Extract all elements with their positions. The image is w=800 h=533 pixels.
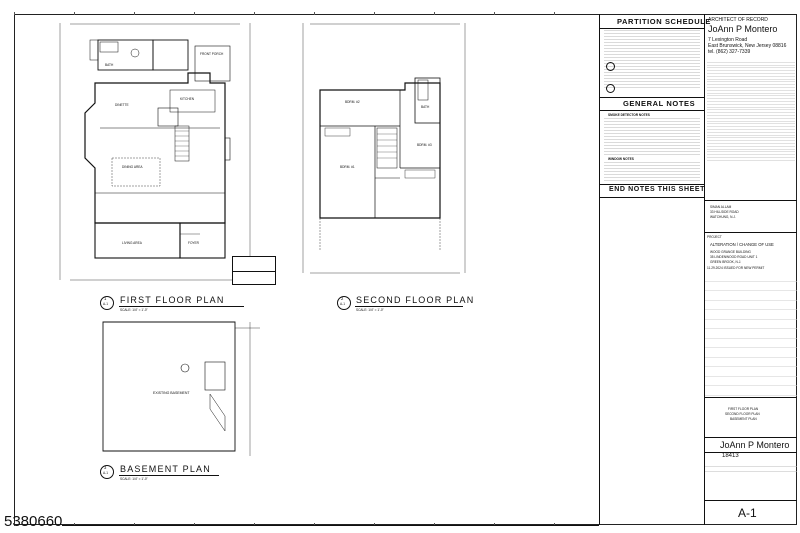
- room-label-bath2: BATH: [421, 105, 430, 109]
- basement-plan-sheet: A-1: [103, 471, 108, 475]
- second-plan-title: SECOND FLOOR PLAN: [356, 295, 475, 305]
- basement-plan-underline: [119, 475, 219, 476]
- room-label-foyer: FOYER: [188, 241, 200, 245]
- basement-plan-callout: [100, 465, 114, 479]
- room-label-dinette: DINETTE: [115, 103, 129, 107]
- architect-address-1: 7 Lexington Road: [708, 37, 748, 43]
- architect-name: JoAnn P Montero: [708, 24, 778, 34]
- architect-address-2: East Brunswick, New Jersey 08816: [708, 43, 787, 49]
- owner-rule: [705, 200, 797, 201]
- disclaimer-text: [707, 62, 795, 162]
- license-number: 18413: [722, 453, 739, 459]
- second-floor-plan-drawing: BDRM. #2 BDRM. #3 BDRM. #1 BATH: [302, 23, 466, 274]
- owner-line-2: 33 HILLSIDE ROAD: [710, 210, 739, 214]
- room-label-bdrm1: BDRM. #1: [340, 165, 355, 169]
- basement-plan-scale: SCALE: 1/4" = 1'-0": [120, 477, 148, 481]
- issue-line: 11.29.2024 ISSUED FOR NEW PERMIT: [707, 266, 765, 270]
- first-plan-underline: [119, 306, 244, 307]
- document-number-rule: [62, 525, 599, 526]
- room-label-bdrm3: BDRM. #3: [417, 143, 432, 147]
- sheet-no-rule: [705, 500, 797, 501]
- project-address-1: WOOD GRANGE BUILDING: [710, 250, 751, 254]
- titleblock-divider-1: [599, 14, 600, 525]
- signature-rule: [705, 437, 797, 438]
- partition-type-1-symbol: [606, 62, 615, 71]
- general-notes-heading: GENERAL NOTES: [623, 99, 696, 108]
- first-floor-legend: [232, 256, 276, 272]
- room-label-living: LIVING AREA: [122, 241, 143, 245]
- document-number: 5380660: [4, 513, 63, 530]
- second-plan-callout: [337, 296, 351, 310]
- general-notes-rule: [600, 110, 704, 111]
- partition-type-2-symbol: [606, 84, 615, 93]
- end-notes-heading: END NOTES THIS SHEET: [609, 186, 706, 193]
- drawing-title-2: SECOND FLOOR PLAN: [725, 412, 760, 416]
- first-plan-scale: SCALE: 1/4" = 1'-0": [120, 308, 148, 312]
- architect-phone: tel. (862) 327-7339: [708, 49, 751, 55]
- first-plan-callout: [100, 296, 114, 310]
- partition-rule: [600, 28, 704, 29]
- first-plan-num: 1: [104, 296, 107, 301]
- drawing-title-rule: [705, 397, 797, 398]
- window-notes-heading: WINDOW NOTES: [608, 157, 634, 161]
- drawing-title-3: BASEMENT PLAN: [730, 417, 757, 421]
- project-address-3: GREEN BROOK, N.J.: [710, 260, 742, 264]
- titleblock-divider-2: [704, 14, 705, 525]
- first-plan-sheet: A-1: [103, 302, 108, 306]
- drawing-title-1: FIRST FLOOR PLAN: [728, 407, 759, 411]
- second-plan-underline: [355, 306, 463, 307]
- signature-name: JoAnn P Montero: [720, 440, 790, 450]
- end-notes-rule: [600, 197, 704, 198]
- room-label-basement: EXISTING BASEMENT: [153, 391, 190, 395]
- end-notes-rule-top: [600, 184, 704, 185]
- date-rows: [705, 462, 797, 476]
- room-label-kitchen: KITCHEN: [180, 97, 195, 101]
- license-rule: [705, 452, 797, 453]
- smoke-detector-heading: SMOKE DETECTOR NOTES: [608, 113, 650, 117]
- room-label-dining: DINING AREA: [122, 165, 143, 169]
- project-address-2: 35 LINDENWOOD ROAD UNIT 1: [710, 255, 758, 259]
- first-floor-legend-2: [232, 271, 276, 285]
- room-label-bath: BATH: [105, 63, 114, 67]
- border-ticks: [14, 12, 597, 15]
- window-notes-body: [604, 162, 700, 182]
- first-floor-plan-drawing: BATH FRONT PORCH KITCHEN DINETTE DINING …: [59, 23, 251, 281]
- architect-label: ARCHITECT OF RECORD: [708, 17, 768, 23]
- basement-plan-title: BASEMENT PLAN: [120, 464, 211, 474]
- basement-plan-num: 3: [104, 465, 107, 470]
- sheet-number: A-1: [738, 506, 757, 520]
- second-plan-num: 2: [341, 296, 344, 301]
- first-plan-title: FIRST FLOOR PLAN: [120, 295, 225, 305]
- border-ticks-bottom: [14, 523, 597, 526]
- smoke-detector-notes-body: [604, 118, 700, 156]
- revision-rows: [705, 272, 797, 397]
- project-label: PROJECT: [707, 235, 722, 239]
- room-label-bdrm2: BDRM. #2: [345, 100, 360, 104]
- owner-line-3: WATCHUNG, N.J.: [710, 215, 736, 219]
- owner-line-1: SIMAN ALLAM: [710, 205, 732, 209]
- project-rule: [705, 232, 797, 233]
- room-label-porch: FRONT PORCH: [200, 52, 224, 56]
- partition-schedule-body: [604, 30, 700, 90]
- basement-plan-drawing: EXISTING BASEMENT: [102, 321, 260, 456]
- partition-schedule-heading: PARTITION SCHEDULE: [617, 17, 711, 26]
- general-notes-rule-top: [600, 97, 704, 98]
- second-plan-scale: SCALE: 1/4" = 1'-0": [356, 308, 384, 312]
- project-name: ALTERATION / CHANGE OF USE: [710, 242, 774, 247]
- second-plan-sheet: A-1: [340, 302, 345, 306]
